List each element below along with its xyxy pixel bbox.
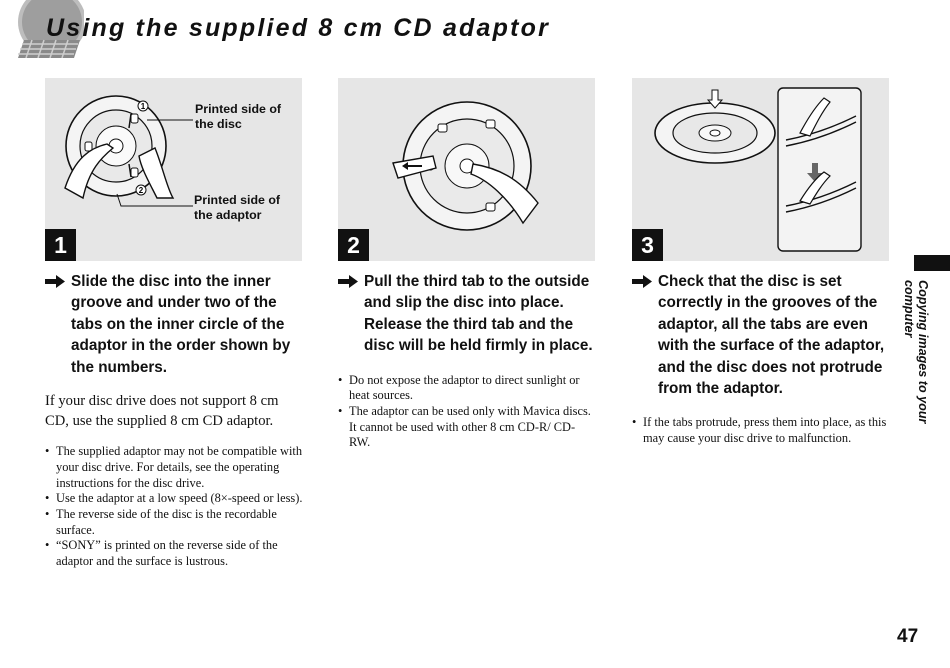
hand-illustration xyxy=(799,97,831,137)
step-1-instruction: Slide the disc into the inner groove and… xyxy=(45,271,303,378)
disc-illustration: 1 2 xyxy=(64,95,193,207)
disc-illustration xyxy=(392,101,539,231)
note-item: Use the adaptor at a low speed (8×-speed… xyxy=(45,491,303,507)
step-2-instruction: Pull the third tab to the outside and sl… xyxy=(338,271,596,357)
instruction-text: Check that the disc is set correctly in … xyxy=(658,273,885,398)
hand-illustration xyxy=(64,143,115,200)
disc-illustration xyxy=(654,87,862,252)
marker-2-label: 2 xyxy=(139,186,144,195)
step-number-badge: 1 xyxy=(45,229,76,261)
step-3-figure: 3 xyxy=(632,78,889,261)
note-item: The adaptor can be used only with Mavica… xyxy=(338,404,596,451)
notes-list: If the tabs protrude, press them into pl… xyxy=(632,415,890,446)
step-3: 3 Check that the disc is set correctly i… xyxy=(632,78,890,447)
step-1-figure: 1 2 Printed side of the disc Printed sid… xyxy=(45,78,302,261)
step-number-badge: 3 xyxy=(632,229,663,261)
step-3-instruction: Check that the disc is set correctly in … xyxy=(632,271,890,399)
note-item: The supplied adaptor may not be compatib… xyxy=(45,444,303,491)
step-1: 1 2 Printed side of the disc Printed sid… xyxy=(45,78,303,570)
callout-printed-side-disc: Printed side of the disc xyxy=(195,102,282,131)
step-2-figure: 2 xyxy=(338,78,595,261)
intro-paragraph: If your disc drive does not support 8 cm… xyxy=(45,393,279,429)
instruction-text: Pull the third tab to the outside and sl… xyxy=(364,273,593,355)
notes-list: Do not expose the adaptor to direct sunl… xyxy=(338,373,596,452)
callout-printed-side-adaptor: Printed side of the adaptor xyxy=(194,193,281,222)
section-side-label: Copying images to your computer xyxy=(902,280,930,424)
arrow-right-icon xyxy=(338,275,358,288)
instruction-text: Slide the disc into the inner groove and… xyxy=(71,273,291,376)
note-item: If the tabs protrude, press them into pl… xyxy=(632,415,890,446)
step-number-badge: 2 xyxy=(338,229,369,261)
section-tab-marker xyxy=(914,255,950,271)
page-number: 47 xyxy=(897,626,919,647)
notes-list: The supplied adaptor may not be compatib… xyxy=(45,444,303,570)
arrow-right-icon xyxy=(632,275,652,288)
marker-1-label: 1 xyxy=(141,102,146,111)
page-title: Using the supplied 8 cm CD adaptor xyxy=(46,14,551,42)
note-item: “SONY” is printed on the reverse side of… xyxy=(45,538,303,569)
note-item: Do not expose the adaptor to direct sunl… xyxy=(338,373,596,404)
note-item: The reverse side of the disc is the reco… xyxy=(45,507,303,538)
arrow-right-icon xyxy=(45,275,65,288)
step-2: 2 Pull the third tab to the outside and … xyxy=(338,78,596,451)
disc-corner-icon xyxy=(18,0,84,58)
